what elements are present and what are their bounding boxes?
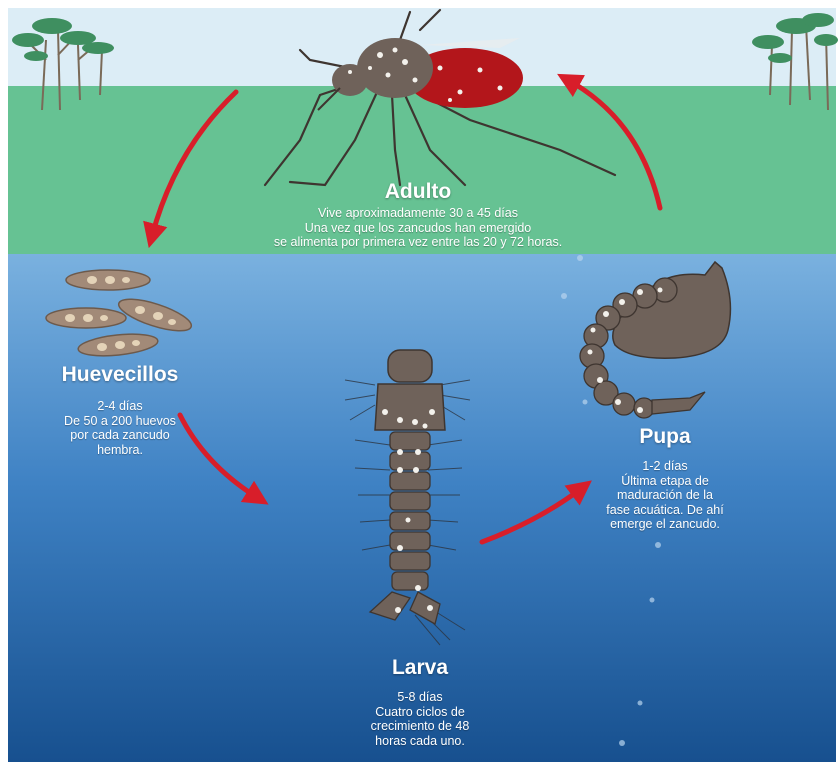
pupa-title: Pupa [590,425,740,449]
larva-line-2: Cuatro ciclos de [340,705,500,720]
pupa-label: Pupa 1-2 días Última etapa de maduración… [590,425,740,532]
adult-line-3: se alimenta por primera vez entre las 20… [268,235,568,250]
larva-title: Larva [340,656,500,680]
pupa-line-2: Última etapa de [590,474,740,489]
eggs-line-1: 2-4 días [30,399,210,414]
larva-line-4: horas cada uno. [340,734,500,749]
pupa-description: 1-2 días Última etapa de maduración de l… [590,459,740,532]
larva-description: 5-8 días Cuatro ciclos de crecimiento de… [340,690,500,748]
larva-label: Larva 5-8 días Cuatro ciclos de crecimie… [340,656,500,748]
eggs-title: Huevecillos [30,363,210,387]
eggs-label: Huevecillos 2-4 días De 50 a 200 huevos … [30,363,210,457]
pupa-line-1: 1-2 días [590,459,740,474]
pupa-line-4: fase acuática. De ahí [590,503,740,518]
larva-line-1: 5-8 días [340,690,500,705]
eggs-line-2: De 50 a 200 huevos [30,414,210,429]
adult-label: Adulto Vive aproximadamente 30 a 45 días… [268,180,568,250]
adult-line-2: Una vez que los zancudos han emergido [268,221,568,236]
larva-line-3: crecimiento de 48 [340,719,500,734]
eggs-line-4: hembra. [30,443,210,458]
adult-line-1: Vive aproximadamente 30 a 45 días [268,206,568,221]
adult-description: Vive aproximadamente 30 a 45 días Una ve… [268,206,568,250]
eggs-line-3: por cada zancudo [30,428,210,443]
adult-title: Adulto [268,180,568,204]
pupa-line-3: maduración de la [590,488,740,503]
pupa-line-5: emerge el zancudo. [590,517,740,532]
eggs-description: 2-4 días De 50 a 200 huevos por cada zan… [30,399,210,457]
